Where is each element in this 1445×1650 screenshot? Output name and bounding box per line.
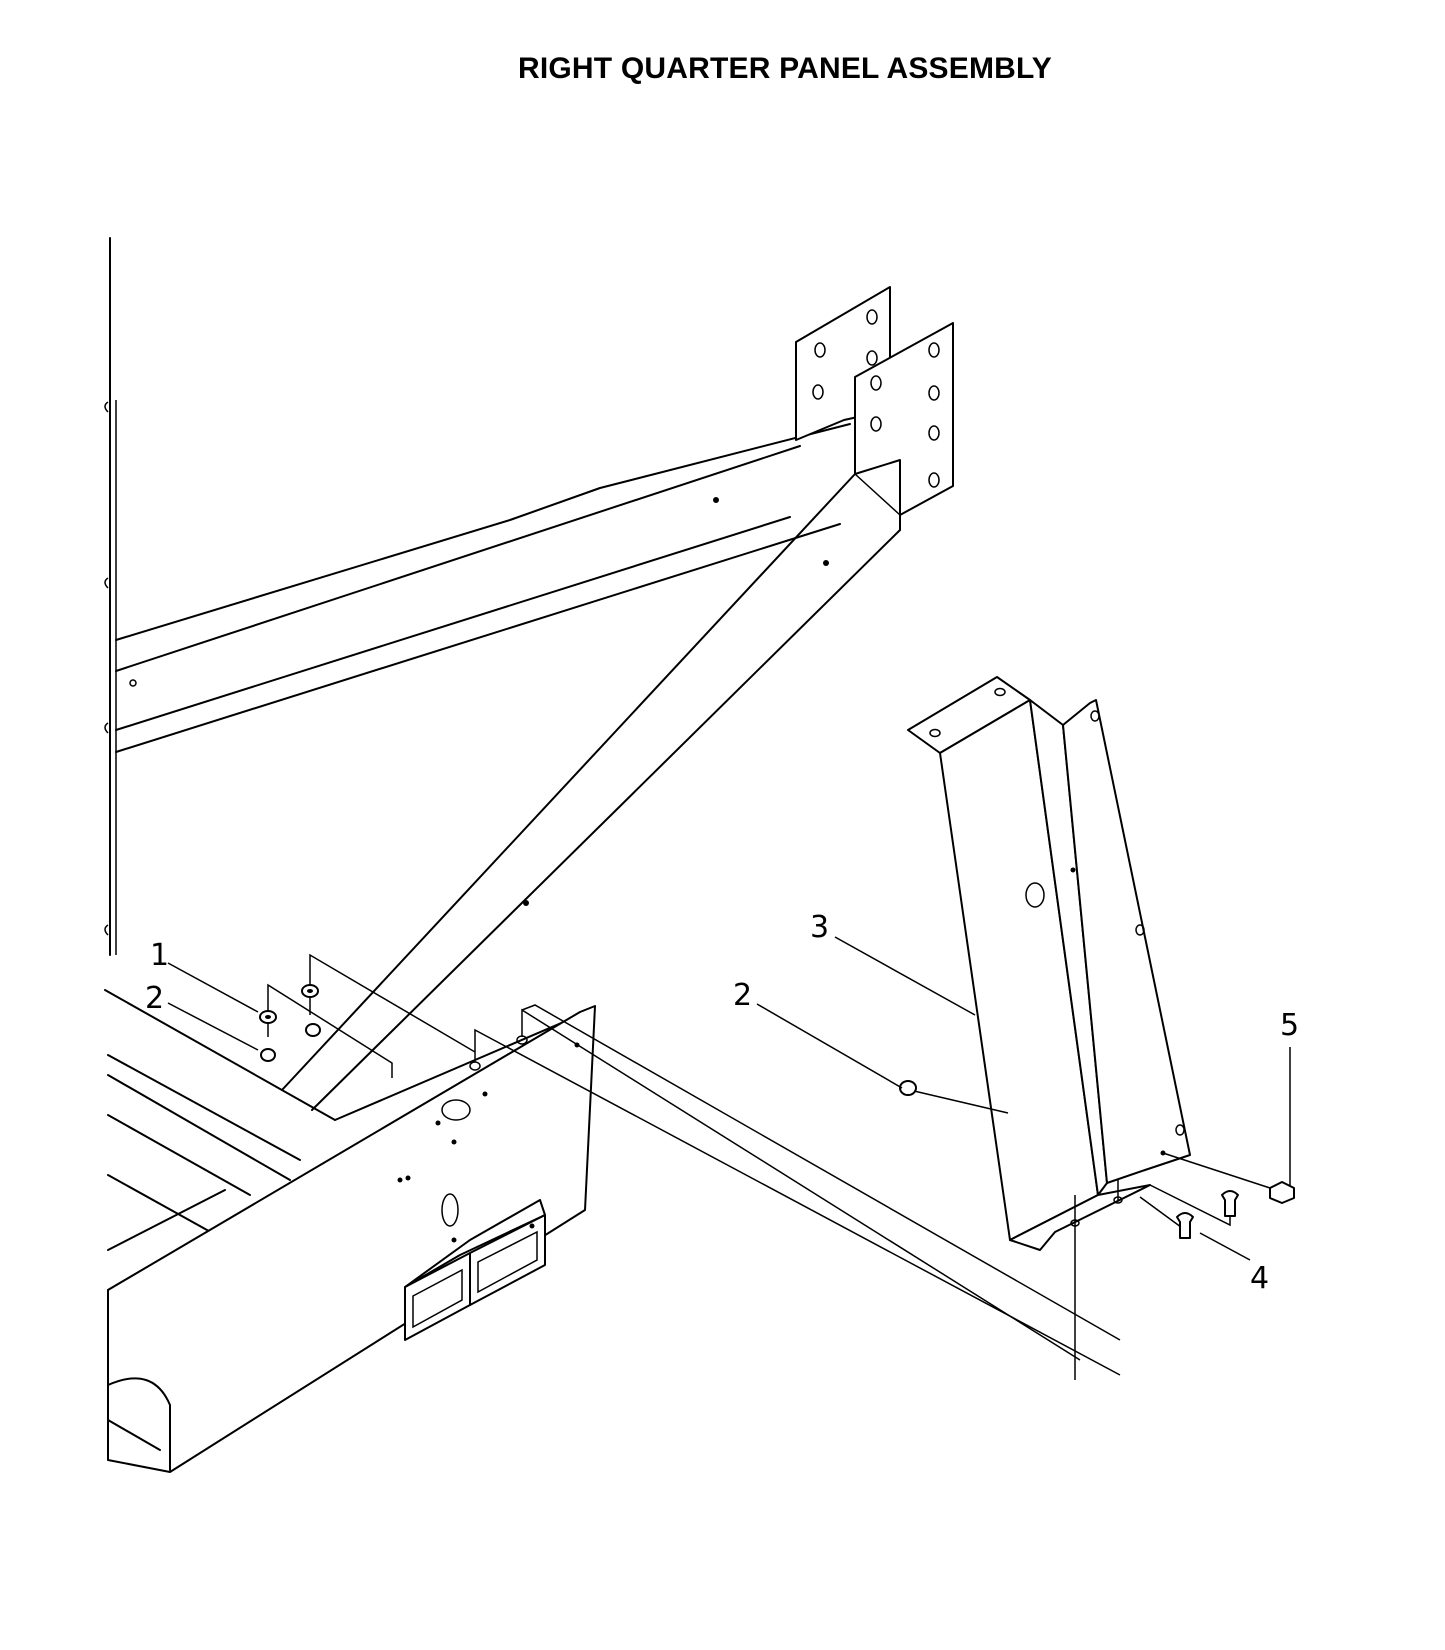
quarter-panel-bracket [907, 676, 1191, 1251]
upper-rail [115, 423, 851, 753]
callout-1: 1 [150, 938, 169, 973]
left-wall-panel [104, 237, 117, 956]
left-assembly-lines [267, 953, 1121, 1376]
callout-4: 4 [1250, 1261, 1269, 1296]
page-title: RIGHT QUARTER PANEL ASSEMBLY [518, 52, 1052, 85]
left-fasteners [259, 984, 528, 1071]
callout-5: 5 [1280, 1008, 1299, 1043]
callout-2-right: 2 [733, 978, 752, 1013]
tube-ends [404, 1199, 546, 1341]
callout-2-left: 2 [145, 981, 164, 1016]
front-beam [107, 1005, 596, 1473]
right-fasteners [899, 1080, 1295, 1239]
callout-3: 3 [810, 910, 829, 945]
callout-leaders [167, 936, 1291, 1261]
